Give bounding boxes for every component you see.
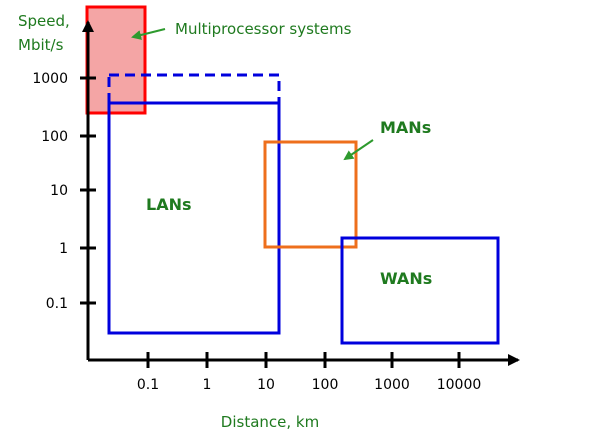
lans-label: LANs xyxy=(146,195,192,214)
y-axis-label-line1: Speed, xyxy=(18,12,70,30)
x-tick-label-1: 1 xyxy=(203,377,212,393)
x-tick-label-10: 10 xyxy=(257,377,275,393)
x-tick-label-10000: 10000 xyxy=(437,377,482,393)
x-tick-label-0.1: 0.1 xyxy=(137,377,159,393)
y-tick-label-1: 1 xyxy=(59,241,68,257)
y-tick-marks xyxy=(80,76,96,305)
multiprocessor-label: Multiprocessor systems xyxy=(175,20,352,38)
wans-region xyxy=(340,236,500,345)
x-tick-marks xyxy=(146,352,461,368)
x-tick-label-100: 100 xyxy=(312,377,339,393)
y-tick-label-1000: 1000 xyxy=(32,71,68,87)
lans-dashed-extension xyxy=(107,73,281,105)
mans-region xyxy=(263,140,358,249)
y-axis-label-line2: Mbit/s xyxy=(18,36,64,54)
y-tick-label-100: 100 xyxy=(41,129,68,145)
y-tick-label-0.1: 0.1 xyxy=(46,296,68,312)
lans-region xyxy=(107,101,281,335)
mans-arrow xyxy=(343,139,374,161)
wans-label: WANs xyxy=(380,269,432,288)
multiprocessor-region xyxy=(85,5,147,115)
multiprocessor-arrow xyxy=(131,28,166,40)
mans-label: MANs xyxy=(380,118,431,137)
x-axis-label: Distance, km xyxy=(221,413,319,431)
y-tick-label-10: 10 xyxy=(50,183,68,199)
x-tick-label-1000: 1000 xyxy=(374,377,410,393)
